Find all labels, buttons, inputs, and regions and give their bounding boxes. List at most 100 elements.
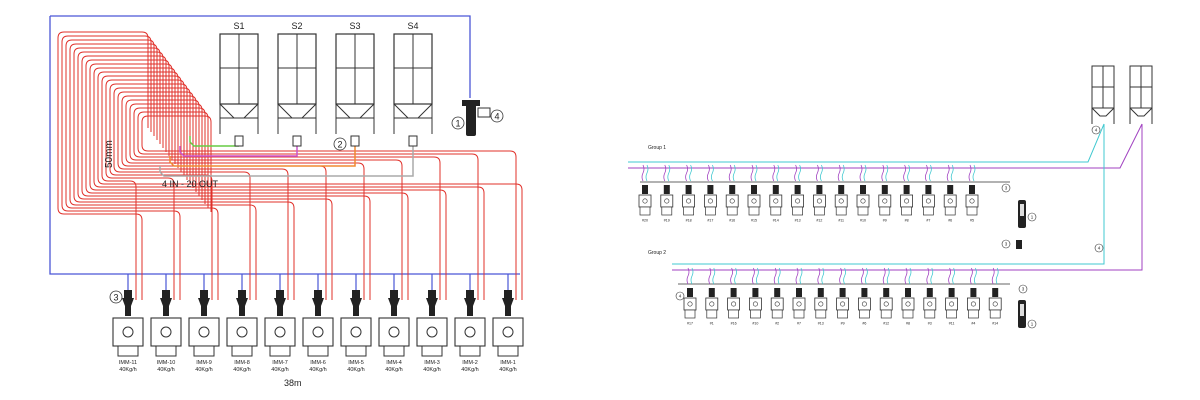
machine: #14 — [769, 164, 783, 223]
machine-label: #4 — [971, 322, 975, 326]
loader — [969, 185, 975, 194]
callout: 4 — [1094, 243, 1104, 253]
machine-label-box — [815, 309, 827, 319]
machine-body — [922, 194, 935, 208]
machine-base — [421, 345, 443, 357]
loader — [642, 185, 648, 194]
machine-hopper — [707, 198, 713, 204]
machine-label: #14 — [992, 322, 998, 326]
silo — [1129, 65, 1153, 124]
loader — [708, 288, 715, 297]
drop-line — [690, 267, 694, 285]
in-out-label: 4 IN - 20 OUT — [162, 179, 219, 189]
machine-label: #8 — [905, 219, 909, 223]
machine-hopper — [883, 301, 889, 307]
silo-valve — [234, 135, 244, 147]
machine-hopper — [992, 301, 998, 307]
drop-line — [708, 267, 712, 285]
machine-hopper — [816, 198, 822, 204]
callout: 3 — [1018, 284, 1028, 294]
loader — [905, 288, 911, 297]
machine-label: #16 — [729, 219, 735, 223]
loader — [200, 290, 208, 298]
drop-line — [837, 164, 841, 182]
callout: 1 — [1027, 319, 1037, 329]
loader-cone — [502, 298, 514, 306]
feed-line — [159, 146, 414, 177]
loader-neck — [125, 306, 131, 316]
machine-body — [492, 317, 524, 347]
machine-body — [416, 317, 448, 347]
loader-neck — [353, 306, 359, 316]
callout: 3 — [1001, 239, 1011, 249]
drop-line — [863, 164, 867, 182]
machine-label: #2 — [775, 322, 779, 326]
group1-machines: #20#19#18#17#16#15#14#13#12#11#10#9#8#7#… — [638, 164, 979, 223]
machine-hopper — [664, 198, 670, 204]
machine: #14 — [988, 267, 1002, 326]
machine-hopper — [861, 301, 867, 307]
machine: #15 — [747, 164, 761, 223]
silo-hopper — [393, 103, 433, 119]
drop-line — [882, 267, 886, 285]
material-hose — [89, 63, 447, 300]
callout-circle — [1001, 183, 1011, 193]
filter-unit — [1016, 240, 1022, 249]
cyan-header — [628, 123, 1105, 163]
silo-valve — [408, 135, 418, 147]
silo: S3 — [335, 21, 375, 147]
callout: 4 — [1091, 125, 1101, 135]
machine-label: #15 — [751, 219, 757, 223]
loader-neck — [467, 306, 473, 316]
silo-hopper — [219, 103, 259, 119]
machine: #13 — [791, 164, 804, 223]
callout-1: 1 — [456, 119, 461, 129]
machine-body — [454, 317, 486, 347]
drop-line — [816, 164, 819, 182]
machine-base — [497, 345, 519, 357]
machine-hopper — [198, 326, 210, 338]
group2-label: Group 2 — [648, 250, 666, 256]
callout: 1 — [1027, 212, 1037, 222]
loader — [774, 288, 781, 297]
machine: #10 — [856, 164, 870, 223]
loader-cone — [122, 298, 134, 306]
material-hose — [73, 47, 295, 300]
machine-hopper — [969, 198, 975, 204]
machine-name: IMM-8 — [234, 360, 250, 366]
machine-hopper — [687, 301, 693, 307]
loader — [947, 185, 954, 194]
machine-body — [682, 194, 695, 208]
machine-body — [112, 317, 144, 347]
machine-hopper — [350, 326, 362, 338]
machine-body — [836, 297, 849, 311]
machine-hopper — [927, 301, 933, 307]
machine-hopper — [312, 326, 324, 338]
machine-hopper — [904, 198, 910, 204]
hose-size-label: 50mm — [104, 140, 115, 168]
machine-label: #20 — [642, 219, 648, 223]
machine: #8 — [901, 267, 915, 326]
material-hose — [141, 115, 517, 300]
machine-label-box — [966, 206, 978, 216]
loader-cone — [160, 298, 172, 306]
machine-label-box — [944, 206, 956, 216]
drop-line — [886, 267, 890, 285]
loader-cone — [236, 298, 248, 306]
machine-label-box — [748, 206, 760, 216]
loader — [428, 290, 436, 298]
machine-rate: 40Kg/h — [347, 367, 364, 373]
loader — [751, 185, 757, 194]
machine-body — [988, 297, 1002, 311]
material-hose — [97, 71, 523, 300]
machine-body — [638, 194, 652, 208]
machine-hopper — [642, 198, 648, 204]
machine: #3 — [923, 267, 937, 326]
machine-body — [791, 194, 804, 208]
loader — [903, 185, 910, 194]
machine-label: #17 — [687, 322, 693, 326]
drop-line — [794, 164, 797, 182]
vacuum-pump — [462, 100, 491, 136]
